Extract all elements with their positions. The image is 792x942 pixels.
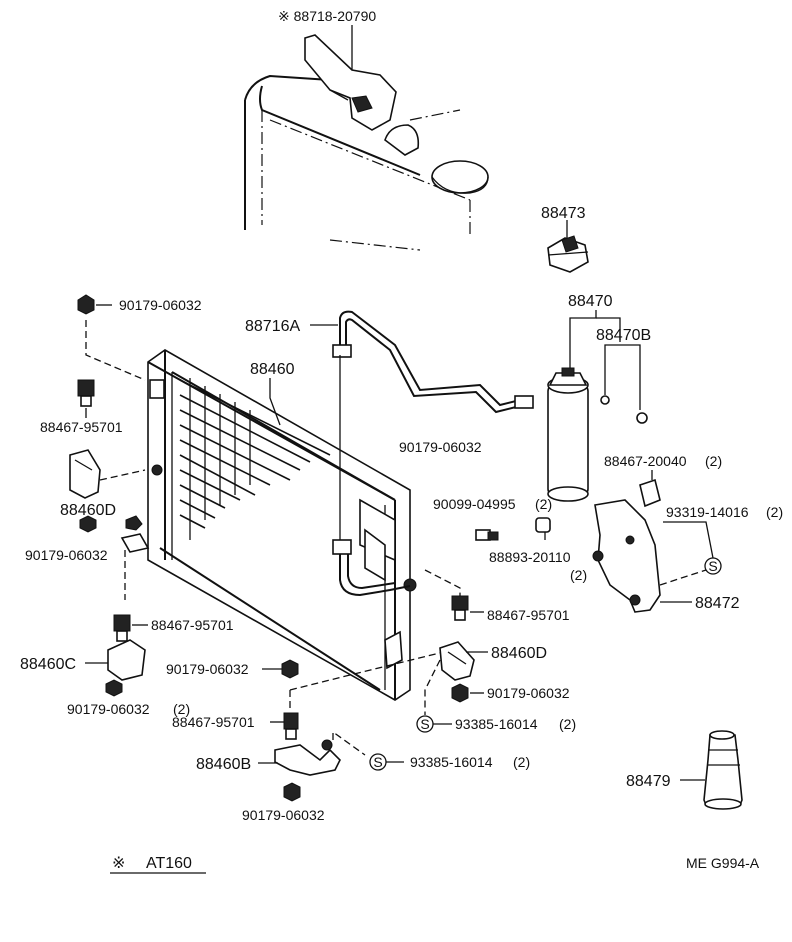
- nut-right-lower: [451, 683, 469, 703]
- callout-90099-04995-qty: (2): [535, 496, 552, 512]
- callout-88467-95701-left: 88467-95701: [40, 419, 123, 435]
- footnote-text: AT160: [146, 855, 192, 872]
- dash-right-upper: [424, 569, 461, 596]
- nut-88460C: [105, 679, 123, 697]
- upper-bracket-part: [304, 34, 397, 131]
- callout-88716A: 88716A: [245, 318, 300, 335]
- s-symbol-93385-b: S: [369, 753, 387, 771]
- callout-93385-16014-a: 93385-16014: [455, 716, 538, 732]
- leader-c5b: [596, 317, 621, 342]
- diagram-id: ME G994-A: [686, 855, 760, 871]
- nut-88460B: [283, 782, 301, 802]
- callout-90179-06032-left: 90179-06032: [25, 547, 108, 563]
- dash-center-lower: [289, 647, 461, 710]
- callout-88460D-right: 88460D: [491, 645, 547, 662]
- dash-left-mid: [99, 469, 146, 481]
- callout-93385-16014-b-qty: (2): [513, 754, 530, 770]
- discharge-pipe: [332, 310, 534, 597]
- callout-90179-06032-center-lower: 90179-06032: [166, 661, 249, 677]
- nut-center-lower: [281, 659, 299, 679]
- callout-88460: 88460: [250, 361, 295, 378]
- callout-88479: 88479: [626, 773, 671, 790]
- callout-88470B: 88470B: [596, 327, 651, 344]
- callout-88472: 88472: [695, 595, 740, 612]
- dash-b-s: [332, 730, 366, 756]
- plug-88893: [535, 517, 551, 533]
- callout-88718-20790: ※ 88718-20790: [278, 8, 376, 24]
- bracket-88460D-left: [69, 449, 101, 499]
- callout-88467-95701-mid: 88467-95701: [151, 617, 234, 633]
- dryer-bracket: [592, 499, 661, 613]
- callout-90179-06032-top: 90179-06032: [119, 297, 202, 313]
- bracket-cushion: [639, 478, 661, 508]
- callout-88473: 88473: [541, 205, 586, 222]
- callout-88467-20040-qty: (2): [705, 453, 722, 469]
- cushion-center-lower: [283, 712, 299, 740]
- callout-90179-06032-center: 90179-06032: [399, 439, 482, 455]
- bracket-88460B: [274, 739, 341, 776]
- bolt-90099: [475, 529, 499, 541]
- bracket-88460D-right: [439, 641, 475, 681]
- part-88473: [547, 235, 589, 273]
- footnote: ※ AT160: [110, 855, 206, 874]
- callout-88467-20040: 88467-20040: [604, 453, 687, 469]
- leader-c13: [663, 521, 714, 559]
- callout-93319-14016-qty: (2): [766, 504, 783, 520]
- condenser-fins: [179, 378, 331, 540]
- bracket-small-mid: [120, 515, 150, 553]
- callout-88893-20110: 88893-20110: [489, 549, 571, 565]
- leader-c17b: [659, 569, 707, 586]
- radiator-filler-neck: [384, 124, 489, 194]
- callout-90099-04995: 90099-04995: [433, 496, 516, 512]
- receiver-dryer: [547, 367, 589, 502]
- leader-c6: [604, 344, 641, 410]
- cushion-left-lower: [113, 614, 131, 642]
- footnote-marker: ※: [112, 855, 125, 872]
- callout-90179-06032-right: 90179-06032: [487, 685, 570, 701]
- o-ring-large: [636, 412, 648, 424]
- cushion-right: [451, 595, 469, 621]
- callout-88460C-nut-qty: (2): [173, 701, 190, 717]
- callout-90179-06032-bottom: 90179-06032: [242, 807, 325, 823]
- callout-88460D-left: 88460D: [60, 502, 116, 519]
- callout-88467-95701-lower: 88467-95701: [172, 714, 255, 730]
- callout-88470: 88470: [568, 293, 613, 310]
- callout-93319-14016: 93319-14016: [666, 504, 749, 520]
- callout-93385-16014-b: 93385-16014: [410, 754, 493, 770]
- callout-88467-95701-right: 88467-95701: [487, 607, 570, 623]
- leader-c5: [569, 310, 597, 368]
- bracket-88460C: [107, 639, 146, 681]
- leader-c7: [269, 378, 281, 426]
- callout-90179-06032-88460C: 90179-06032: [67, 701, 150, 717]
- nut-top-left: [77, 294, 95, 315]
- nut-left-mid: [79, 515, 97, 533]
- cushion-left-upper: [77, 379, 95, 407]
- dash-left-top: [85, 320, 146, 381]
- boot-88479: [703, 730, 743, 810]
- callout-93385-16014-a-qty: (2): [559, 716, 576, 732]
- s-symbol-93319: S: [704, 557, 722, 575]
- s-glyph: S: [708, 558, 717, 574]
- dash-right-s: [424, 659, 441, 715]
- o-ring-small: [600, 395, 610, 405]
- callout-88460B: 88460B: [196, 756, 251, 773]
- s-glyph: S: [420, 716, 429, 732]
- condenser-fittings: [149, 379, 417, 670]
- callout-88893-20110-qty: (2): [570, 567, 587, 583]
- s-glyph: S: [373, 754, 382, 770]
- callout-88460C: 88460C: [20, 656, 76, 673]
- s-symbol-93385-a: S: [416, 715, 434, 733]
